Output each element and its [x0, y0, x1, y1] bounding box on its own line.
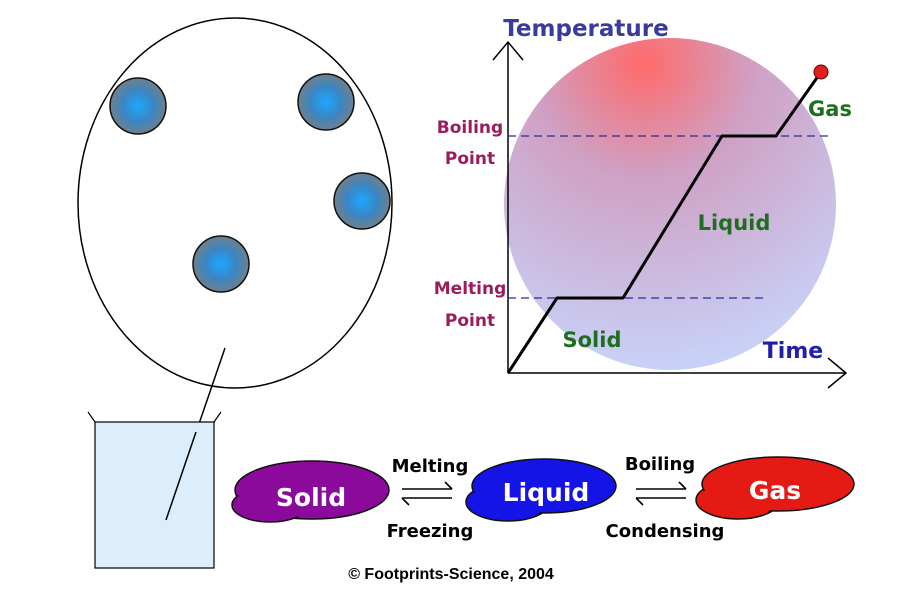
x-axis-label: Time — [763, 339, 823, 364]
heating-curve-graph: Temperature Time Boiling Point Melting P… — [434, 16, 852, 389]
state-blob-liquid: Liquid — [465, 458, 617, 522]
state-change-cycle: Solid Liquid Gas Melting — [231, 454, 855, 542]
magnifier-pointer-line-front — [165, 431, 197, 521]
state-label-liquid: Liquid — [503, 478, 590, 507]
transition-label-freezing: Freezing — [387, 521, 474, 542]
state-blob-gas: Gas — [695, 456, 855, 520]
phase-label-gas: Gas — [808, 97, 852, 121]
equilibrium-arrows-solid-liquid — [401, 481, 453, 506]
boiling-point-label-line1: Boiling — [437, 118, 503, 138]
melting-point-label-line2: Point — [445, 311, 495, 331]
state-label-solid: Solid — [276, 483, 346, 512]
gas-particle-icon — [192, 235, 250, 293]
transition-label-boiling: Boiling — [625, 454, 695, 475]
y-axis-label: Temperature — [503, 16, 668, 42]
y-axis-arrowhead — [492, 40, 524, 61]
gas-particle-icon — [297, 73, 355, 131]
transition-label-melting: Melting — [392, 456, 469, 477]
x-axis-arrowhead — [827, 357, 848, 389]
curve-end-dot — [813, 64, 829, 80]
graph-background-glow — [504, 38, 836, 370]
beaker-icon — [87, 411, 222, 569]
equilibrium-arrows-liquid-gas — [635, 481, 687, 506]
state-label-gas: Gas — [749, 476, 801, 505]
copyright-notice: © Footprints-Science, 2004 — [348, 566, 554, 583]
transition-label-condensing: Condensing — [606, 521, 725, 542]
gas-particle-icon — [109, 77, 167, 135]
state-blob-solid: Solid — [231, 460, 390, 523]
heating-curve — [506, 71, 823, 374]
phase-label-solid: Solid — [563, 328, 622, 352]
boiling-point-label-line2: Point — [445, 149, 495, 169]
phase-label-liquid: Liquid — [698, 211, 771, 235]
gas-particle-icon — [333, 172, 391, 230]
magnified-view — [77, 17, 393, 521]
melting-point-label-line1: Melting — [434, 279, 507, 299]
